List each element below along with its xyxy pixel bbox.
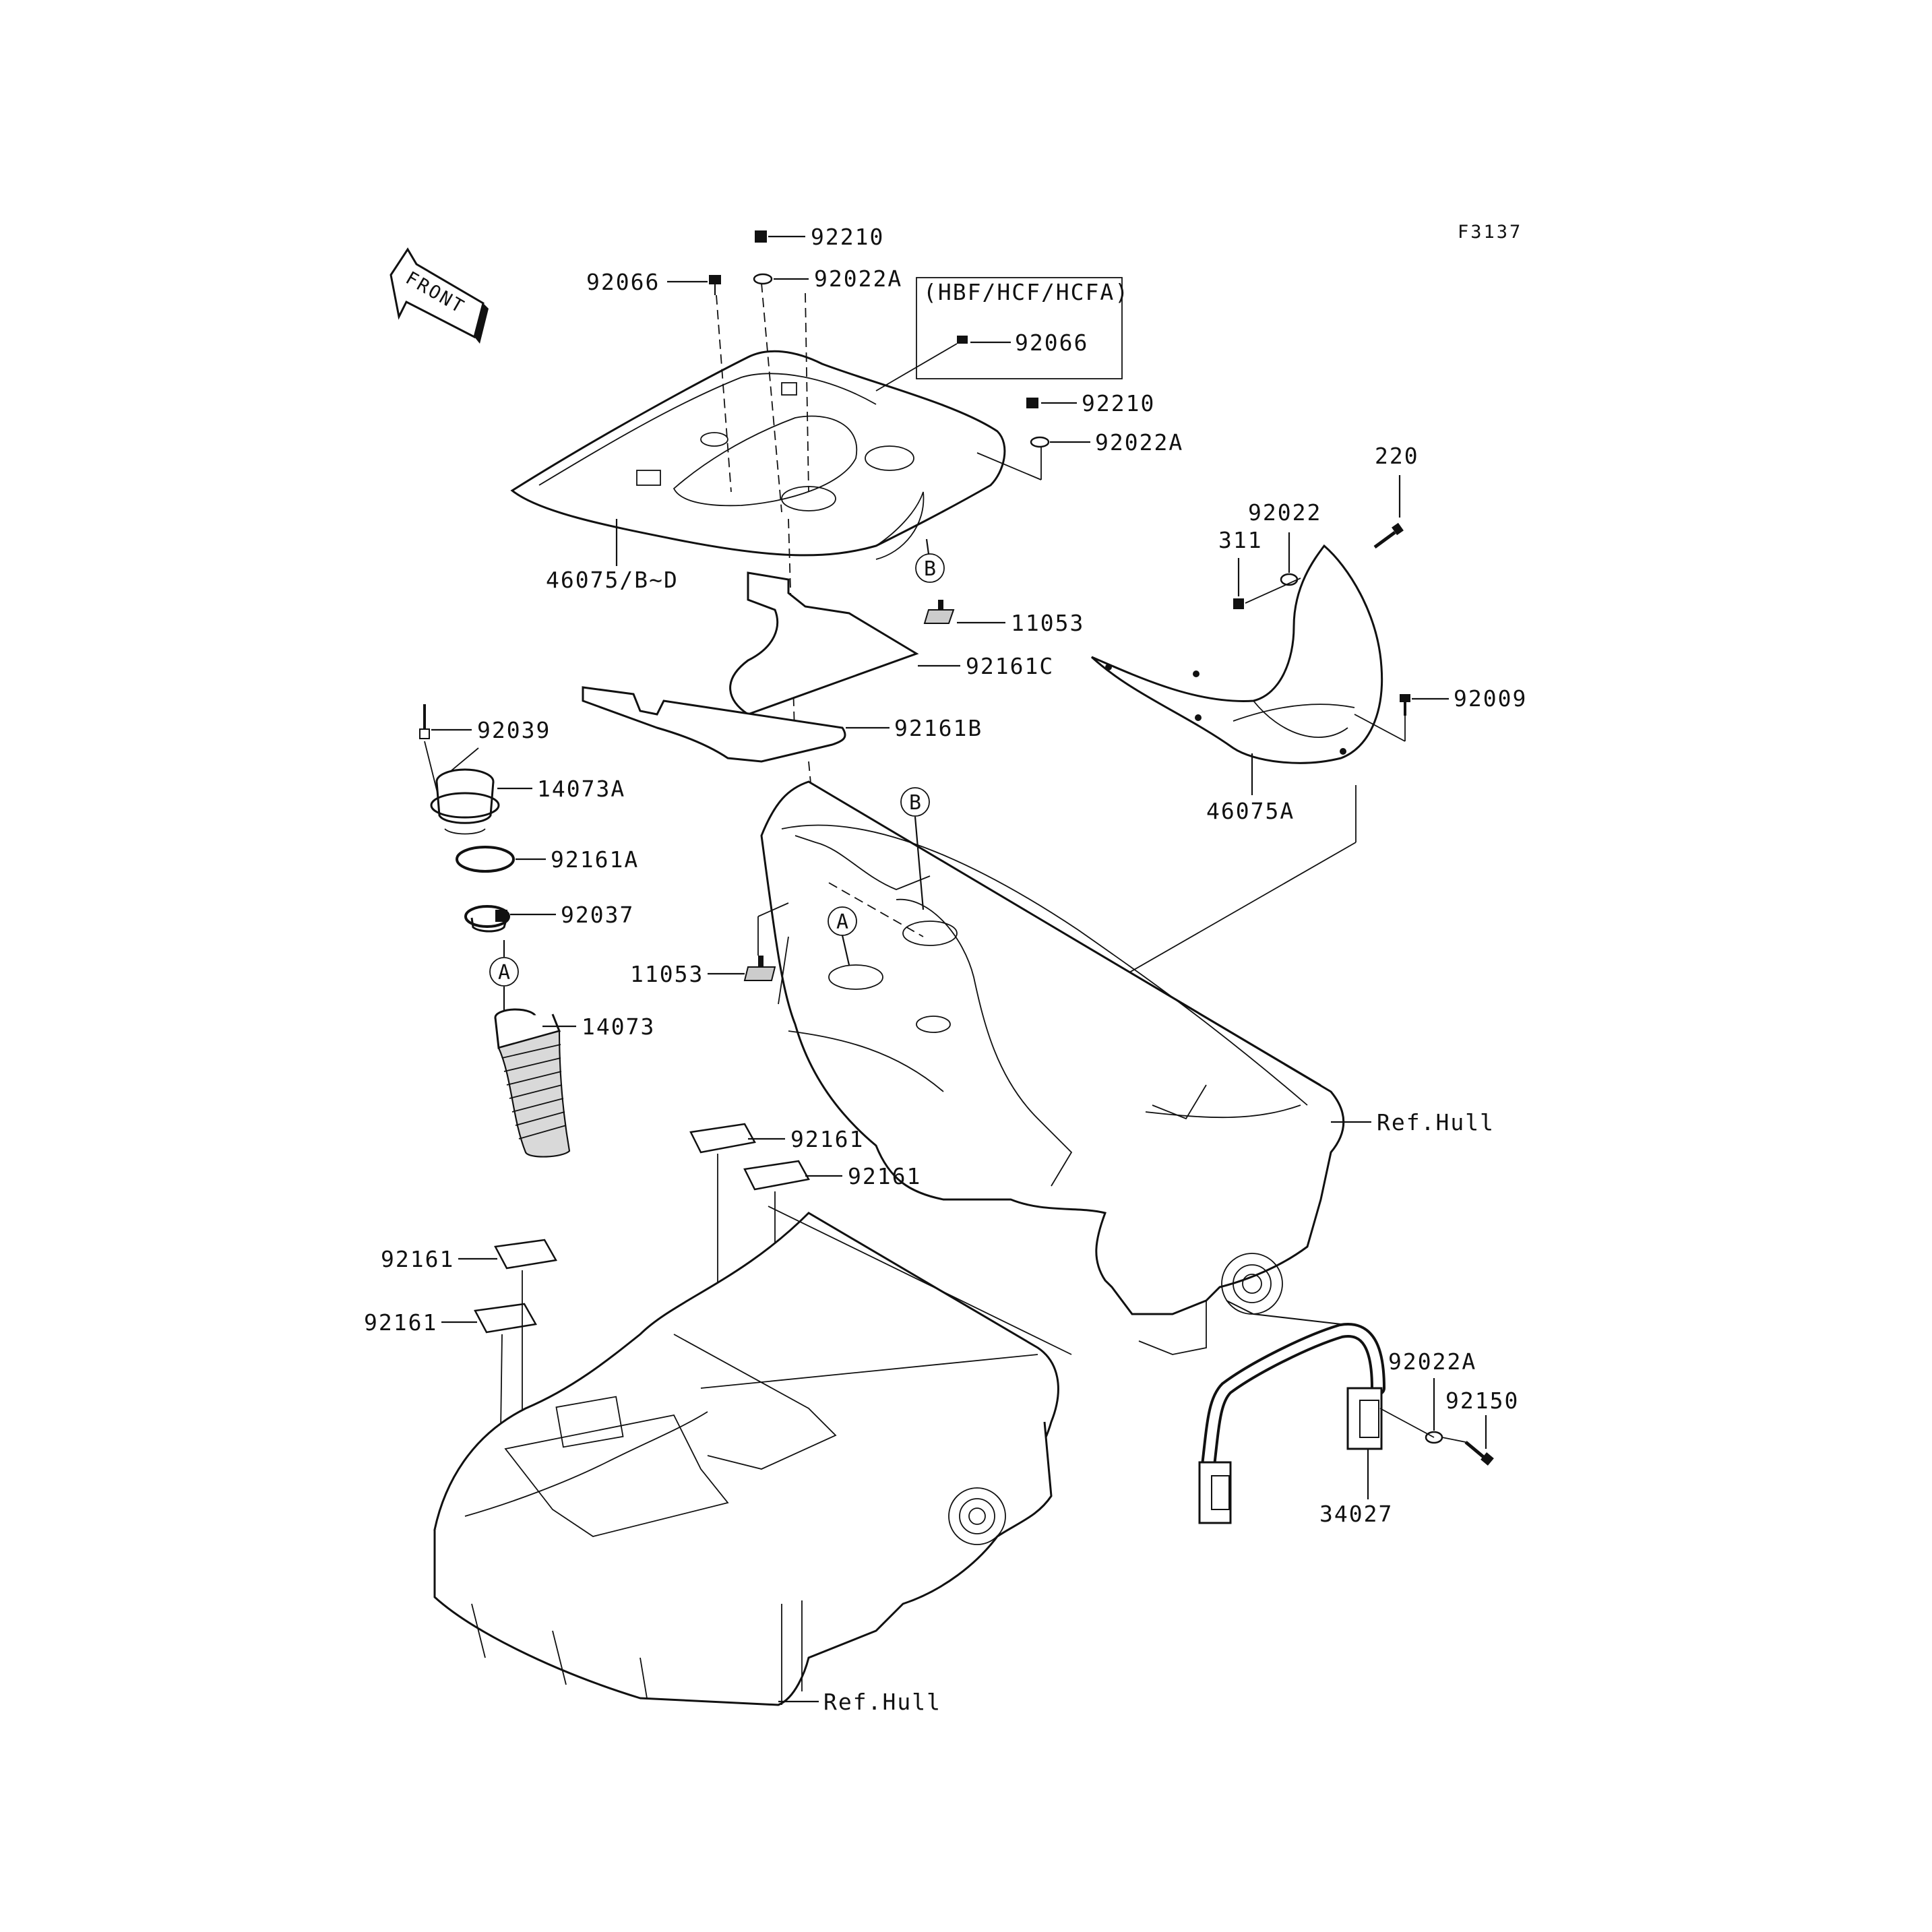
lower-hull <box>433 1206 1072 1706</box>
front-arrow-icon: FRONT <box>389 247 489 344</box>
duct-fitting-14073A <box>430 768 500 835</box>
clamp-92037-icon <box>464 905 510 933</box>
pad-92161-1 <box>689 1123 756 1154</box>
label-92210-right: 92210 <box>1082 390 1155 416</box>
label-92022A-right: 92022A <box>1095 429 1183 456</box>
screw-92039-icon <box>419 704 430 739</box>
label-92022A-lower: 92022A <box>1388 1348 1476 1375</box>
label-92066-box: 92066 <box>1015 330 1088 356</box>
label-92161-2: 92161 <box>848 1163 921 1189</box>
bolt-92150-icon <box>1464 1441 1494 1466</box>
label-92150: 92150 <box>1445 1388 1519 1414</box>
figure-code: F3137 <box>1458 222 1522 243</box>
label-311: 311 <box>1218 527 1263 553</box>
ref-circle-b-upper: B <box>915 553 945 583</box>
label-14073A: 14073A <box>537 776 625 802</box>
svg-text:A: A <box>498 961 510 985</box>
label-92066-left: 92066 <box>586 269 660 295</box>
label-46075BD: 46075/B~D <box>546 567 679 593</box>
nut-311-icon <box>1233 598 1244 609</box>
o-ring-92161A-icon <box>456 846 515 873</box>
gasket-92161C <box>729 571 919 716</box>
screw-92009-icon <box>1400 694 1410 716</box>
clip-11053-lower-icon <box>743 956 776 981</box>
grab-handle-34027 <box>1198 1300 1385 1524</box>
svg-text:B: B <box>924 557 936 581</box>
clip-11053-upper-icon <box>923 600 955 624</box>
nut-92210-right-icon <box>1026 398 1038 408</box>
label-92161-4: 92161 <box>364 1309 437 1336</box>
label-92161-1: 92161 <box>790 1126 864 1152</box>
label-14073: 14073 <box>582 1014 655 1040</box>
label-11053-lower: 11053 <box>630 961 704 987</box>
label-92161-3: 92161 <box>381 1246 454 1272</box>
label-11053-upper: 11053 <box>1011 610 1084 636</box>
ref-circle-b-lower: B <box>900 787 930 817</box>
pad-92161-4 <box>474 1303 537 1334</box>
screw-92066-box-icon <box>957 336 968 344</box>
washer-92022A-right-icon <box>1030 436 1050 448</box>
pad-92161-3 <box>494 1239 557 1270</box>
screw-92066-left-icon <box>709 275 721 295</box>
screw-220-icon <box>1373 522 1404 549</box>
label-92037: 92037 <box>561 902 634 928</box>
front-cowl-46075A <box>1090 544 1383 764</box>
hose-14073 <box>494 1008 571 1158</box>
gasket-92161B <box>582 686 846 763</box>
label-ref-hull-right: Ref.Hull <box>1377 1109 1495 1135</box>
label-92022: 92022 <box>1248 499 1321 526</box>
nut-92210-top-icon <box>755 230 767 243</box>
label-34027: 34027 <box>1319 1501 1393 1527</box>
label-92210-top: 92210 <box>811 224 884 250</box>
label-92161A: 92161A <box>551 846 639 873</box>
label-ref-hull-bottom: Ref.Hull <box>823 1689 941 1715</box>
svg-text:B: B <box>909 791 921 815</box>
label-220: 220 <box>1375 443 1419 469</box>
label-92009: 92009 <box>1454 685 1527 712</box>
pad-92161-2 <box>743 1160 810 1191</box>
ref-circle-a-left: A <box>489 957 519 987</box>
label-92039: 92039 <box>477 717 551 743</box>
upper-hull <box>760 780 1345 1355</box>
label-92022A-top: 92022A <box>814 266 902 292</box>
label-92161C: 92161C <box>966 653 1054 679</box>
washer-92022A-top-icon <box>753 273 773 285</box>
deck-cover-46075 <box>510 350 1006 560</box>
label-92161B: 92161B <box>894 715 983 741</box>
label-46075A: 46075A <box>1206 798 1295 824</box>
svg-text:A: A <box>836 910 848 934</box>
variant-note: (HBF/HCF/HCFA) <box>923 279 1129 305</box>
variant-box <box>916 277 1123 379</box>
